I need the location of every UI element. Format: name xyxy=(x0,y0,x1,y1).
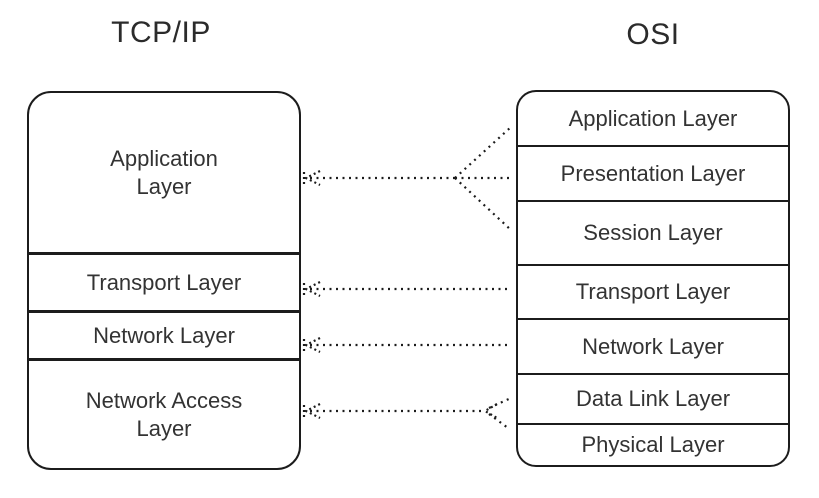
tcpip-layer-transport: Transport Layer xyxy=(29,252,299,310)
osi-layer-network: Network Layer xyxy=(518,318,788,373)
osi-title: OSI xyxy=(626,18,680,51)
osi-layer-physical: Physical Layer xyxy=(518,423,788,465)
tcpip-layer-network-access: Network Access Layer xyxy=(29,358,299,468)
osi-stack: Application Layer Presentation Layer Ses… xyxy=(516,90,790,467)
tcpip-layer-network: Network Layer xyxy=(29,310,299,358)
osi-layer-data-link: Data Link Layer xyxy=(518,373,788,423)
connector-network-access xyxy=(302,396,512,429)
arrowhead-transport-icon xyxy=(302,281,321,297)
osi-layer-session: Session Layer xyxy=(518,200,788,264)
tcpip-title: TCP/IP xyxy=(111,16,211,49)
arrowhead-network-access-icon xyxy=(302,403,321,419)
osi-layer-transport: Transport Layer xyxy=(518,264,788,318)
arrowhead-application-icon xyxy=(302,170,321,186)
tcpip-layer-application: Application Layer xyxy=(110,145,218,199)
osi-layer-presentation: Presentation Layer xyxy=(518,145,788,200)
connector-network xyxy=(302,337,510,353)
connector-transport xyxy=(302,281,510,297)
osi-layer-application: Application Layer xyxy=(568,105,738,131)
connector-application xyxy=(302,126,512,231)
tcpip-stack: Application Layer Transport Layer Networ… xyxy=(27,91,301,470)
arrowhead-network-icon xyxy=(302,337,321,353)
